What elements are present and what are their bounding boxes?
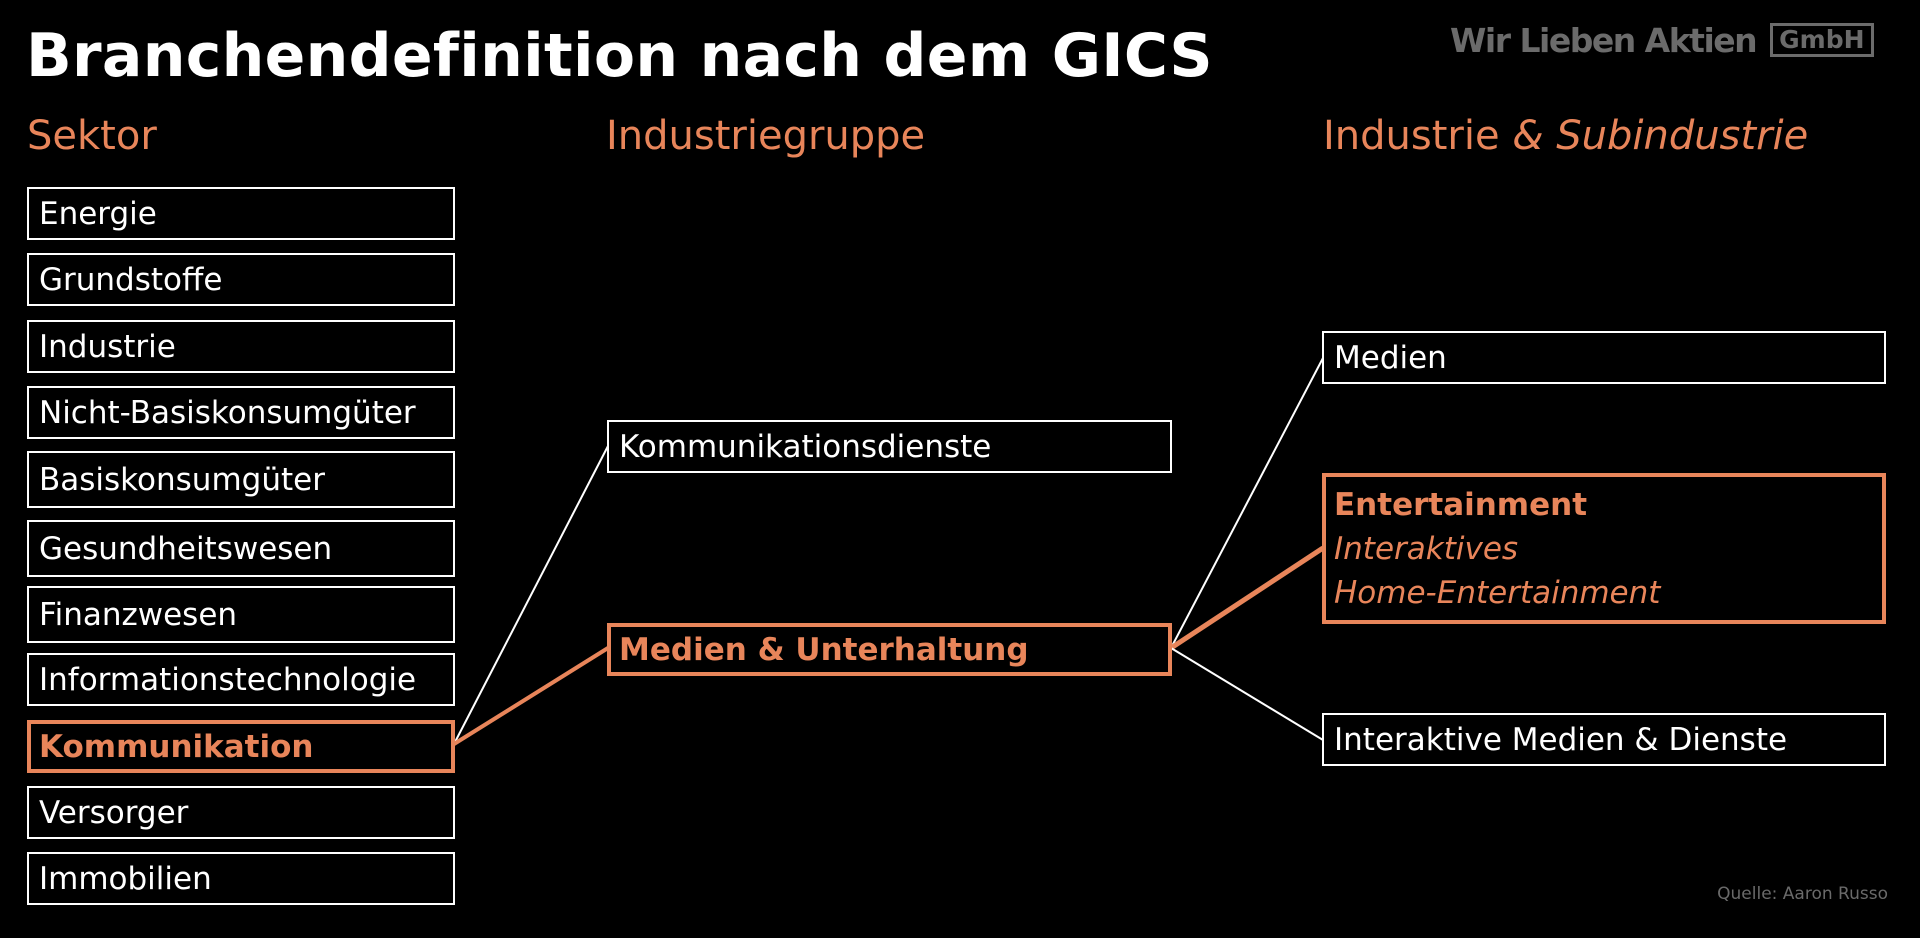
- industry-node-medien: Medien: [1322, 331, 1886, 384]
- sector-node-finanzwesen: Finanzwesen: [27, 586, 455, 643]
- sub-industry-interaktives-label: Interaktives: [1334, 530, 1519, 567]
- sector-node-kommunikation: Kommunikation: [27, 720, 455, 773]
- connector-group-to-interaktive-medien: [1170, 647, 1324, 741]
- group-node-medien-unterhaltung: Medien & Unterhaltung: [607, 623, 1172, 676]
- sub-industry-home-entertainment-label: Home-Entertainment: [1334, 574, 1661, 611]
- connector-sector-to-medien-unterhaltung: [452, 646, 610, 746]
- connector-group-to-entertainment: [1169, 545, 1325, 651]
- source-note: Quelle: Aaron Russo: [1717, 884, 1888, 904]
- column-header-sector: Sektor: [27, 113, 157, 159]
- sector-node-versorger: Versorger: [27, 786, 455, 839]
- column-header-industry-group: Industriegruppe: [606, 113, 926, 159]
- page-title: Branchendefinition nach dem GICS: [26, 21, 1213, 91]
- brand-logo: Wir Lieben Aktien GmbH: [1450, 18, 1906, 62]
- column-header-sub-industry-label: & Subindustrie: [1512, 113, 1809, 159]
- column-header-industry-label: Industrie: [1323, 113, 1500, 159]
- industry-node-entertainment: Entertainment Interaktives Home-Entertai…: [1322, 473, 1886, 624]
- industry-entertainment-label: Entertainment: [1334, 486, 1588, 523]
- connector-group-to-medien: [1170, 357, 1324, 649]
- sector-node-energie: Energie: [27, 187, 455, 240]
- sector-node-gesundheitswesen: Gesundheitswesen: [27, 520, 455, 577]
- sector-node-immobilien: Immobilien: [27, 852, 455, 905]
- sector-node-informationstechnologie: Informationstechnologie: [27, 653, 455, 706]
- brand-logo-badge: GmbH: [1770, 23, 1874, 57]
- sector-node-basiskonsumgueter: Basiskonsumgüter: [27, 451, 455, 508]
- sector-node-grundstoffe: Grundstoffe: [27, 253, 455, 306]
- connector-sector-to-kommunikationsdienste: [453, 445, 609, 745]
- column-header-industry: Industrie & Subindustrie: [1323, 112, 1808, 160]
- sector-node-industrie: Industrie: [27, 320, 455, 373]
- brand-logo-text: Wir Lieben Aktien: [1450, 20, 1758, 60]
- industry-node-interaktive-medien-dienste: Interaktive Medien & Dienste: [1322, 713, 1886, 766]
- group-node-kommunikationsdienste: Kommunikationsdienste: [607, 420, 1172, 473]
- sector-node-nicht-basiskonsumgueter: Nicht-Basiskonsumgüter: [27, 386, 455, 439]
